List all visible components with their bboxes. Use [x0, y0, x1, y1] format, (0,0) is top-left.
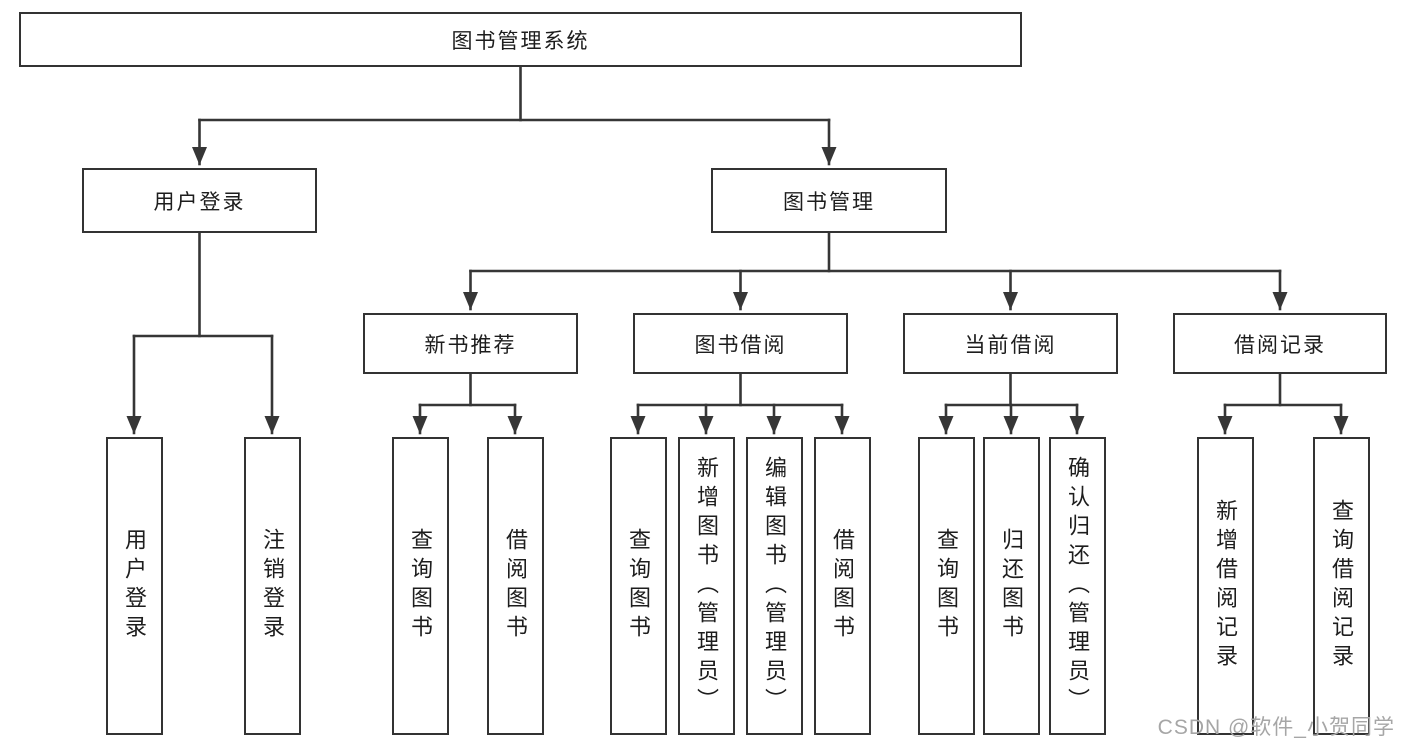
node-book-borrowing-label: 图书借阅 [694, 333, 787, 357]
leaf-confirm-return-admin-label: 确认归还（管理员） [1065, 455, 1090, 717]
node-root-system: 图书管理系统 [19, 12, 1022, 67]
csdn-watermark: CSDN @软件_小贺同学 [1157, 716, 1395, 739]
leaf-query-books-recommend: 查询图书 [391, 437, 449, 735]
node-book-management: 图书管理 [711, 168, 947, 233]
leaf-query-books-recommend-label: 查询图书 [408, 528, 433, 644]
leaf-confirm-return-admin: 确认归还（管理员） [1048, 437, 1106, 735]
leaf-query-borrow-record-label: 查询借阅记录 [1329, 499, 1354, 673]
leaf-user-login: 用户登录 [105, 437, 163, 735]
leaf-query-books-current-label: 查询图书 [934, 528, 959, 644]
leaf-user-login-label: 用户登录 [122, 528, 147, 644]
leaf-logout: 注销登录 [243, 437, 301, 735]
node-user-login: 用户登录 [82, 168, 317, 233]
node-new-book-recommend: 新书推荐 [363, 313, 578, 374]
node-borrowing-records: 借阅记录 [1173, 313, 1387, 374]
node-book-management-label: 图书管理 [783, 190, 875, 214]
leaf-query-books-current: 查询图书 [917, 437, 975, 735]
leaf-query-borrow-record: 查询借阅记录 [1312, 437, 1370, 735]
leaf-edit-books-admin: 编辑图书（管理员） [745, 437, 803, 735]
leaf-borrow-books-recommend: 借阅图书 [486, 437, 544, 735]
node-borrowing-records-label: 借阅记录 [1234, 333, 1326, 357]
node-current-borrowing-label: 当前借阅 [964, 333, 1057, 357]
leaf-return-books: 归还图书 [982, 437, 1040, 735]
leaf-edit-books-admin-label: 编辑图书（管理员） [762, 455, 787, 717]
leaf-add-books-admin-label: 新增图书（管理员） [694, 455, 719, 717]
leaf-add-borrow-record: 新增借阅记录 [1196, 437, 1254, 735]
leaf-return-books-label: 归还图书 [999, 528, 1024, 644]
node-new-book-recommend-label: 新书推荐 [424, 333, 517, 357]
node-current-borrowing: 当前借阅 [903, 313, 1118, 374]
leaf-borrow-books-label: 借阅图书 [830, 528, 855, 644]
leaf-query-books-borrowing: 查询图书 [609, 437, 667, 735]
node-root-label: 图书管理系统 [451, 29, 590, 53]
node-user-login-label: 用户登录 [153, 190, 246, 214]
leaf-add-books-admin: 新增图书（管理员） [677, 437, 735, 735]
leaf-borrow-books: 借阅图书 [813, 437, 871, 735]
node-book-borrowing: 图书借阅 [633, 313, 848, 374]
leaf-borrow-books-recommend-label: 借阅图书 [503, 528, 528, 644]
leaf-add-borrow-record-label: 新增借阅记录 [1213, 499, 1238, 673]
leaf-query-books-borrowing-label: 查询图书 [626, 528, 651, 644]
leaf-logout-label: 注销登录 [260, 528, 285, 644]
